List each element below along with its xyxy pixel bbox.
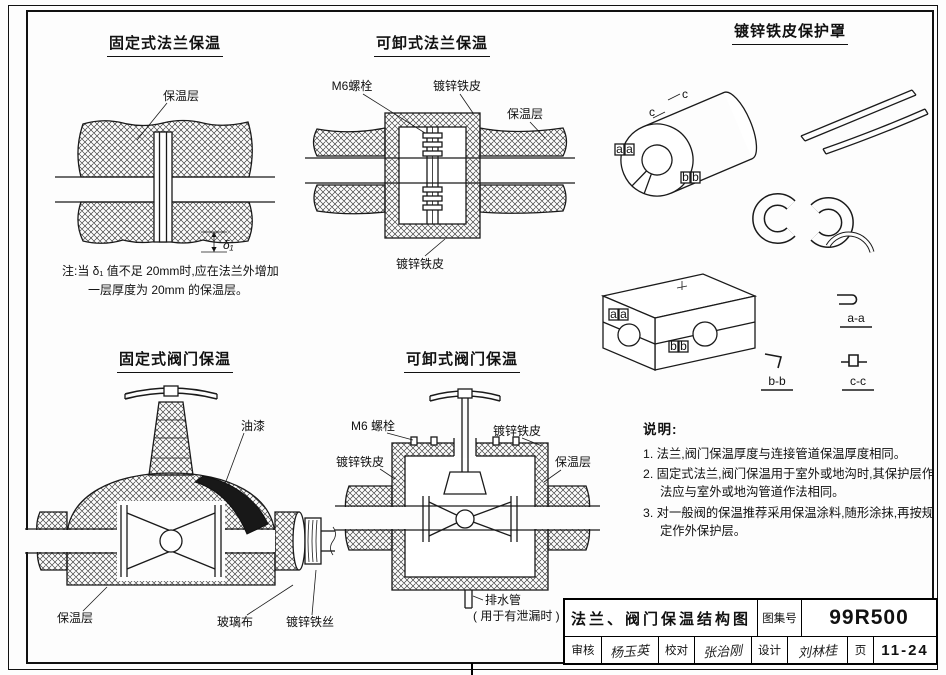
sheet-bottom-label: 镀锌铁皮: [396, 257, 444, 271]
glass-cloth-label: 玻璃布: [217, 615, 253, 629]
page-label: 页: [847, 637, 873, 663]
title-fixed-valve-text: 固定式阀门保温: [116, 348, 233, 373]
title-removable-flange: 可卸式法兰保温: [322, 32, 542, 57]
note-line-2: 一层厚度为 20mm 的保温层。: [88, 283, 249, 298]
flange-and-bolts: [422, 127, 443, 224]
valve-internals: [117, 501, 225, 581]
review-signature-text: 杨玉英: [610, 642, 651, 660]
check-signature: 张治刚: [694, 637, 751, 663]
sheet-right-label: 镀锌铁皮: [493, 424, 541, 438]
mark-a: a: [620, 307, 627, 321]
note-item: 2. 固定式法兰,阀门保温用于室外或地沟时,其保护层作 法应与室外或地沟管道作法…: [643, 466, 935, 502]
bolts: [410, 436, 520, 446]
title-removable-flange-text: 可卸式法兰保温: [373, 32, 490, 57]
check-label: 校对: [658, 637, 694, 663]
delta-label: δ₁: [223, 238, 234, 252]
stem-notch: [453, 438, 477, 458]
pipe: [335, 505, 600, 531]
section-cc-label: c-c: [850, 374, 866, 388]
callouts: 油漆 保温层 玻璃布 镀锌铁丝: [57, 419, 334, 629]
check-signature-text: 张治刚: [703, 642, 744, 660]
note-item-2-line-1: 2. 固定式法兰,阀门保温用于室外或地沟时,其保护层作: [643, 467, 935, 482]
insulation-label: 保温层: [555, 455, 591, 469]
review-label: 审核: [571, 645, 595, 657]
mark-c: c: [682, 87, 688, 101]
review-signature: 杨玉英: [601, 637, 658, 663]
section-bb-label: b-b: [768, 374, 786, 388]
note-item: 1. 法兰,阀门保温厚度与连接管道保温厚度相同。: [643, 446, 935, 464]
note-item-1-line-1: 1. 法兰,阀门保温厚度与连接管道保温厚度相同。: [643, 446, 907, 461]
cylinder-shell: a a b b c c: [614, 87, 758, 197]
handwheel: [124, 385, 218, 400]
seam-sections: a-a b-b c-c: [761, 294, 874, 391]
insulation-label: 保温层: [57, 611, 93, 625]
cloth-wire-cutaway: [304, 517, 322, 565]
delta-dimension: δ₁: [201, 231, 234, 253]
title-fixed-valve: 固定式阀门保温: [65, 348, 285, 373]
mark-a: a: [616, 142, 623, 156]
drain-note-label: ( 用于有泄漏时 ): [473, 609, 560, 623]
sheet-strips: [800, 89, 929, 155]
inner-border: [26, 10, 934, 664]
mark-b: b: [682, 170, 689, 184]
bolt-label: M6螺栓: [332, 78, 373, 93]
callouts: M6 螺栓 镀锌铁皮 镀锌铁皮 保温层 排水管 ( 用于有泄漏时 ): [336, 418, 591, 623]
title-protective-cover: 镀锌铁皮保护罩: [690, 20, 890, 45]
drain-pipe: [464, 590, 473, 609]
atlas-number: 99R500: [801, 600, 936, 636]
fixed-valve-diagram: 油漆 保温层 玻璃布 镀锌铁丝: [25, 385, 336, 629]
outer-border: [8, 5, 938, 670]
half-shell-rings: [752, 193, 875, 253]
fixed-flange-note: 注:当 δ₁ 值不足 20mm时,应在法兰外增加 一层厚度为 20mm 的保温层…: [62, 262, 302, 300]
handwheel: [429, 388, 501, 472]
title-removable-valve: 可卸式阀门保温: [352, 348, 572, 373]
notes-section: 说明: 1. 法兰,阀门保温厚度与连接管道保温厚度相同。 2. 固定式法兰,阀门…: [643, 420, 935, 541]
insulation-label: 保温层: [507, 107, 543, 121]
removable-flange-diagram: M6螺栓 镀锌铁皮 保温层 镀锌铁皮: [305, 78, 575, 271]
notes-title: 说明:: [643, 422, 678, 437]
design-signature: 刘林桂: [787, 637, 847, 663]
design-signature-text: 刘林桂: [797, 642, 838, 660]
title-fixed-flange: 固定式法兰保温: [55, 32, 275, 57]
section-aa-label: a-a: [847, 311, 865, 325]
note-line-1: 注:当 δ₁ 值不足 20mm时,应在法兰外增加: [62, 264, 279, 278]
wire-label: 镀锌铁丝: [286, 615, 334, 629]
fold-mark: [471, 663, 473, 675]
page-number: 11-24: [873, 637, 936, 663]
paint-label: 油漆: [241, 419, 265, 433]
title-fixed-flange-text: 固定式法兰保温: [106, 32, 223, 57]
title-removable-valve-text: 可卸式阀门保温: [403, 348, 520, 373]
protective-cover-diagram: a a b b c c: [600, 87, 929, 391]
design-label: 设计: [751, 637, 787, 663]
note-item-3-line-2: 定作外保护层。: [660, 523, 747, 538]
mark-c: c: [649, 105, 655, 119]
mark-a: a: [610, 307, 617, 321]
insulation-callout: 保温层: [136, 89, 199, 141]
flange: [153, 131, 173, 243]
note-item: 3. 对一般阀的保温推荐采用保温涂料,随形涂抹,再按规 定作外保护层。: [643, 505, 935, 541]
drain-label: 排水管: [485, 592, 521, 607]
callouts: M6螺栓 镀锌铁皮 保温层 镀锌铁皮: [332, 78, 546, 271]
insulation-hatch: [312, 127, 568, 215]
mark-b: b: [670, 339, 677, 353]
mark-b: b: [692, 170, 699, 184]
insulation-label: 保温层: [163, 89, 199, 103]
drawing-title: 法兰、阀门保温结构图: [570, 610, 751, 628]
title-protective-cover-text: 镀锌铁皮保护罩: [731, 20, 848, 45]
sheet-left-label: 镀锌铁皮: [336, 455, 384, 469]
note-item-2-line-2: 法应与室外或地沟管道作法相同。: [660, 485, 845, 500]
title-block: 法兰、阀门保温结构图 图集号 99R500 审核 杨玉英 校对 张治刚 设计 刘…: [563, 598, 938, 665]
valve-internals: [422, 471, 518, 542]
note-item-3-line-1: 3. 对一般阀的保温推荐采用保温涂料,随形涂抹,再按规: [643, 506, 935, 521]
valve-stem: [148, 401, 194, 476]
bolt-label: M6 螺栓: [351, 418, 395, 433]
mark-a: a: [626, 142, 633, 156]
mark-b: b: [680, 339, 687, 353]
fixed-flange-diagram: δ₁ 保温层: [55, 89, 275, 253]
removable-valve-diagram: M6 螺栓 镀锌铁皮 镀锌铁皮 保温层 排水管 ( 用于有泄漏时 ): [335, 388, 600, 623]
block-shell: a a b b: [600, 273, 758, 371]
sheet-top-label: 镀锌铁皮: [433, 79, 481, 93]
atlas-label: 图集号: [757, 600, 801, 636]
paint-patch: [193, 475, 269, 535]
